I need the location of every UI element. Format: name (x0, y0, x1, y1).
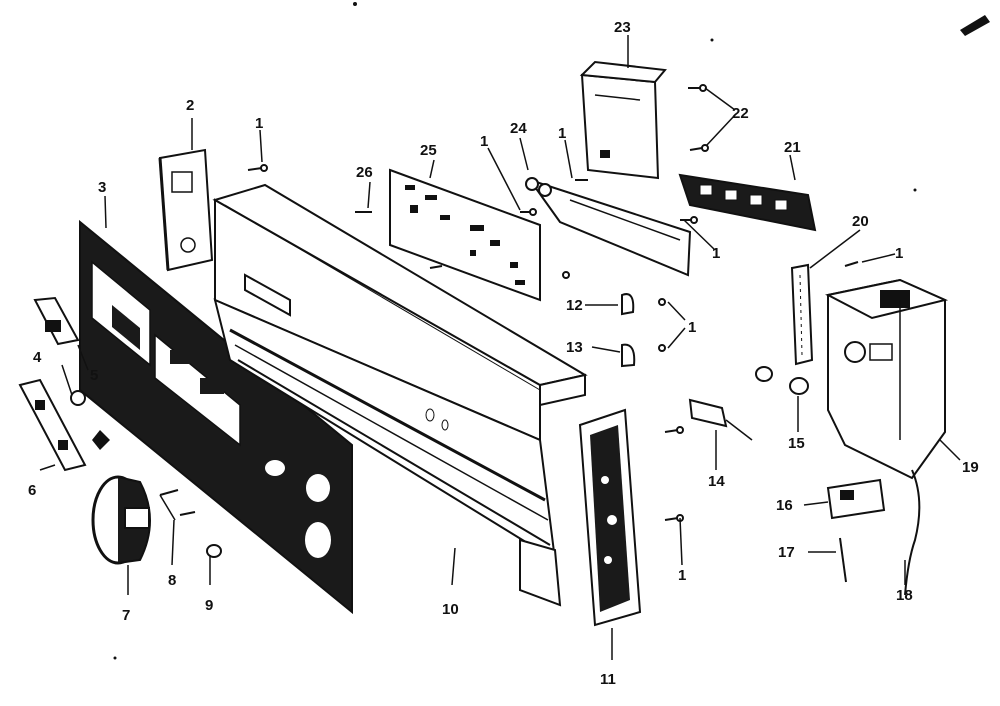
label-2: 2 (186, 97, 194, 114)
switch-strip-part (525, 177, 692, 277)
label-7: 7 (122, 607, 130, 624)
label-1f: 1 (688, 319, 696, 336)
screw-parts-1 (247, 84, 859, 522)
label-1g: 1 (678, 567, 686, 584)
label-16: 16 (776, 497, 793, 514)
front-panel-part (212, 183, 588, 607)
switch-part-16 (826, 478, 886, 520)
label-13: 13 (566, 339, 583, 356)
part-labels: 2 1 3 5 4 6 7 8 9 10 11 26 25 1 24 1 23 … (28, 19, 979, 688)
label-25: 25 (420, 142, 437, 159)
label-3: 3 (98, 179, 106, 196)
knob-part (91, 475, 151, 565)
diamond-part (92, 430, 110, 450)
button-part-5 (33, 296, 80, 346)
terminal-block-part (678, 173, 817, 232)
control-panel-part (79, 219, 353, 615)
pin-part-17 (839, 537, 847, 583)
label-1d: 1 (895, 245, 903, 262)
leader-lines (39, 35, 961, 660)
label-6: 6 (28, 482, 36, 499)
label-26: 26 (356, 164, 373, 181)
label-1b: 1 (480, 133, 488, 150)
bracket-part (158, 148, 214, 272)
screw-part-8 (159, 489, 196, 516)
label-17: 17 (778, 544, 795, 561)
end-panel-part (578, 408, 642, 627)
label-11: 11 (600, 671, 616, 688)
label-18: 18 (896, 587, 913, 604)
label-23: 23 (614, 19, 631, 36)
label-1a: 1 (255, 115, 263, 132)
label-24: 24 (510, 120, 527, 137)
label-10: 10 (442, 601, 459, 618)
switch-part-14 (688, 398, 753, 441)
lamp-part-15 (755, 366, 809, 395)
label-21: 21 (784, 139, 801, 156)
cover-part (579, 60, 667, 180)
label-1e: 1 (712, 245, 720, 262)
clip-part-13 (621, 343, 636, 368)
scan-marks (113, 2, 990, 660)
label-19: 19 (962, 459, 979, 476)
label-1c: 1 (558, 125, 566, 142)
nut-part-4 (70, 390, 86, 406)
plug-part-9 (206, 544, 222, 558)
label-20: 20 (852, 213, 869, 230)
label-12: 12 (566, 297, 583, 314)
label-14: 14 (708, 473, 725, 490)
timer-part (825, 278, 949, 596)
label-22: 22 (732, 105, 749, 122)
label-8: 8 (168, 572, 176, 589)
label-15: 15 (788, 435, 805, 452)
switch-part-6 (18, 378, 87, 472)
label-5: 5 (90, 367, 98, 384)
clip-part-12 (621, 293, 635, 316)
circuit-board-part (389, 168, 541, 302)
label-9: 9 (205, 597, 213, 614)
switch-bar-part (790, 263, 814, 366)
label-4: 4 (33, 349, 42, 366)
